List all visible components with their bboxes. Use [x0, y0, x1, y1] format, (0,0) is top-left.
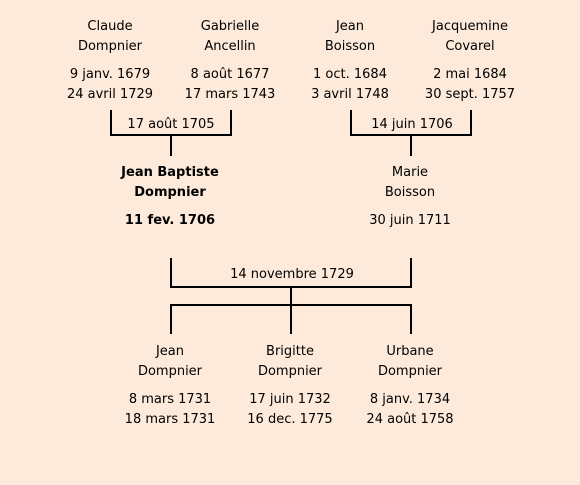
person-birth-date: 8 janv. 1734	[369, 392, 451, 407]
person-death-date: 17 mars 1743	[184, 87, 276, 102]
person-jean-baptiste-dompnier: Jean Baptiste Dompnier 11 fev. 1706	[105, 163, 235, 231]
connector-line	[170, 134, 172, 156]
person-death-date: 18 mars 1731	[124, 412, 216, 427]
marriage-date-left: 17 août 1705	[121, 117, 221, 133]
marriage-date-right: 14 juin 1706	[362, 117, 462, 133]
person-last-name: Dompnier	[257, 364, 323, 379]
person-last-name: Covarel	[445, 39, 495, 54]
connector-line	[410, 304, 412, 334]
person-birth-date: 2 mai 1684	[433, 67, 507, 82]
person-birth-date: 8 août 1677	[190, 67, 270, 82]
connector-line	[470, 110, 472, 136]
connector-line	[410, 134, 412, 156]
person-first-name: Brigitte	[266, 344, 314, 359]
person-jean-dompnier: Jean Dompnier 8 mars 1731 18 mars 1731	[105, 342, 235, 430]
person-last-name: Boisson	[324, 39, 376, 54]
marriage-date-parents: 14 novembre 1729	[220, 267, 364, 283]
connector-line	[110, 110, 112, 136]
person-death-date: 24 août 1758	[366, 412, 454, 427]
person-urbane-dompnier: Urbane Dompnier 8 janv. 1734 24 août 175…	[345, 342, 475, 430]
person-claude-dompnier: Claude Dompnier 9 janv. 1679 24 avril 17…	[45, 17, 175, 105]
person-first-name: Jean	[155, 344, 185, 359]
person-death-date: 30 sept. 1757	[424, 87, 516, 102]
connector-line	[170, 304, 172, 334]
person-last-name: Dompnier	[377, 364, 443, 379]
person-last-name: Dompnier	[77, 39, 143, 54]
person-last-name: Dompnier	[134, 185, 206, 200]
person-death-date: 3 avril 1748	[311, 87, 389, 102]
person-last-name: Ancellin	[204, 39, 256, 54]
person-birth-date: 8 mars 1731	[128, 392, 212, 407]
person-first-name: Marie	[391, 165, 429, 180]
person-marie-boisson: Marie Boisson 30 juin 1711	[345, 163, 475, 231]
person-jean-boisson: Jean Boisson 1 oct. 1684 3 avril 1748	[285, 17, 415, 105]
person-last-name: Dompnier	[137, 364, 203, 379]
connector-line	[350, 110, 352, 136]
person-death-date: 24 avril 1729	[66, 87, 154, 102]
person-first-name: Claude	[87, 19, 133, 34]
connector-line	[290, 304, 292, 334]
person-birth-date: 30 juin 1711	[369, 213, 451, 228]
person-first-name: Jacquemine	[432, 19, 508, 34]
person-jacquemine-covarel: Jacquemine Covarel 2 mai 1684 30 sept. 1…	[405, 17, 535, 105]
person-birth-date: 9 janv. 1679	[69, 67, 151, 82]
connector-line	[170, 258, 172, 288]
person-last-name: Boisson	[384, 185, 436, 200]
person-birth-date: 1 oct. 1684	[313, 67, 387, 82]
person-brigitte-dompnier: Brigitte Dompnier 17 juin 1732 16 dec. 1…	[225, 342, 355, 430]
person-first-name: Gabrielle	[200, 19, 260, 34]
person-gabrielle-ancellin: Gabrielle Ancellin 8 août 1677 17 mars 1…	[165, 17, 295, 105]
connector-line	[230, 110, 232, 136]
person-birth-date: 11 fev. 1706	[124, 213, 216, 228]
person-death-date: 16 dec. 1775	[247, 412, 333, 427]
connector-line	[410, 258, 412, 288]
person-first-name: Urbane	[386, 344, 434, 359]
connector-line	[290, 286, 292, 306]
person-first-name: Jean Baptiste	[121, 165, 219, 180]
person-birth-date: 17 juin 1732	[249, 392, 331, 407]
person-first-name: Jean	[335, 19, 365, 34]
